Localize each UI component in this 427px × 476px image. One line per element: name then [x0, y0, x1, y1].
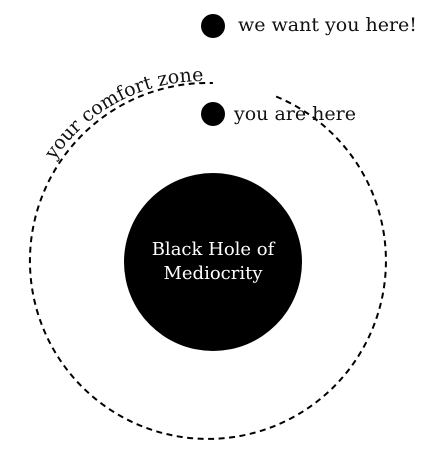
- black-hole-label-line1: Black Hole of: [152, 239, 276, 260]
- target-dot: [201, 14, 225, 38]
- comfort-zone-label: your comfort zone: [40, 64, 204, 164]
- comfort-zone-circle: [28, 81, 387, 440]
- you-are-here-label: you are here: [233, 103, 356, 125]
- black-hole-label-line2: Mediocrity: [163, 263, 263, 284]
- black-hole-circle: [124, 173, 302, 351]
- target-label: we want you here!: [238, 14, 417, 36]
- you-are-here-dot: [201, 102, 225, 126]
